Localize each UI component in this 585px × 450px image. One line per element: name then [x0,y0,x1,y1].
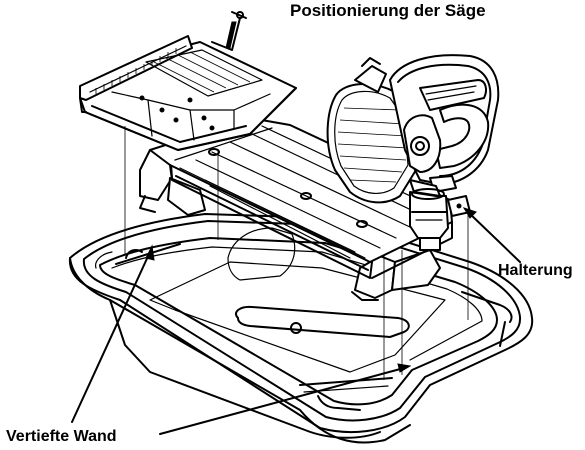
sliding-table [79,35,453,279]
label-recessed-wall: Vertiefte Wand [6,428,117,445]
water-tray [68,213,534,444]
adjustment-handle [211,11,247,51]
callout-wand-left [71,244,155,423]
alignment-guides [124,126,469,380]
saw-stand [139,149,441,301]
callout-halterung [462,207,521,263]
diagram-title: Positionierung der Säge [290,1,486,20]
callout-wand-right [159,363,412,435]
saw-head [326,54,500,251]
label-mount: Halterung [498,262,573,279]
